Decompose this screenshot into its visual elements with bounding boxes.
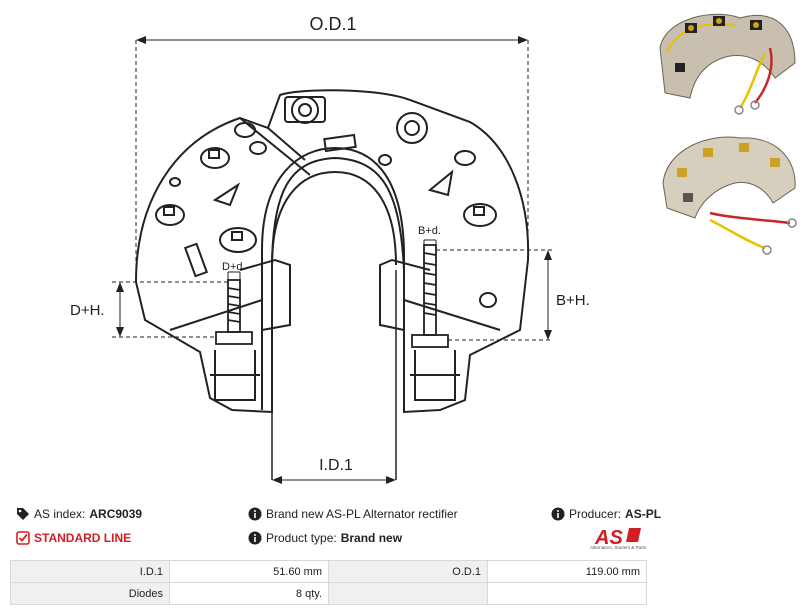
info-icon <box>248 531 262 545</box>
dim-od-label: O.D.1 <box>309 14 356 34</box>
as-pl-logo: AS <box>594 527 641 549</box>
checkbox-icon <box>16 531 30 545</box>
producer-value: AS-PL <box>625 507 662 521</box>
rectifier-outline <box>134 89 530 414</box>
product-description: Brand new AS-PL Alternator rectifier <box>266 507 458 521</box>
info-icon <box>248 507 262 521</box>
product-type-value: Brand new <box>340 531 403 545</box>
parameters-table: I.D.1 51.60 mm O.D.1 119.00 mm Diodes 8 … <box>10 560 647 605</box>
param-label: O.D.1 <box>328 560 488 583</box>
dim-bd-label: B+d. <box>418 225 441 237</box>
logo-text: AS <box>594 527 623 549</box>
description-row: Brand new AS-PL Alternator rectifier <box>248 507 458 521</box>
tags-icon <box>17 508 29 520</box>
table-row: I.D.1 51.60 mm O.D.1 119.00 mm <box>10 560 647 583</box>
param-value <box>487 582 647 605</box>
dim-id-label: I.D.1 <box>319 457 353 474</box>
product-photo-top <box>659 13 796 115</box>
param-value: 51.60 mm <box>169 560 329 583</box>
param-value: 119.00 mm <box>487 560 647 583</box>
as-index-value: ARC9039 <box>89 507 143 521</box>
param-value: 8 qty. <box>169 582 329 605</box>
product-photos <box>659 13 797 255</box>
param-label: Diodes <box>10 582 170 605</box>
product-type-row: Product type: Brand new <box>248 531 402 545</box>
table-row: Diodes 8 qty. <box>10 582 647 605</box>
dim-dh-label: D+H. <box>70 302 105 319</box>
as-index-label: AS index: <box>34 507 86 521</box>
inner-arch <box>261 146 405 251</box>
param-label <box>328 582 488 605</box>
product-type-label: Product type: <box>266 531 337 545</box>
standard-line-row: STANDARD LINE <box>16 531 131 545</box>
standard-line-label: STANDARD LINE <box>34 531 132 545</box>
producer-label: Producer: <box>569 507 622 521</box>
info-icon <box>551 507 565 521</box>
dim-bh-label: B+H. <box>556 292 590 309</box>
dim-dd-label: D+d. <box>222 261 246 273</box>
param-label: I.D.1 <box>10 560 170 583</box>
as-index-row: AS index: ARC9039 <box>16 507 142 521</box>
logo-tagline: Alternators, Starters & Parts <box>589 545 647 550</box>
product-photo-bottom <box>662 136 797 255</box>
producer-row: Producer: AS-PL <box>551 507 661 521</box>
technical-drawing: O.D.1 I.D.1 D+H. B+H. D+d. B+d. <box>70 14 590 484</box>
